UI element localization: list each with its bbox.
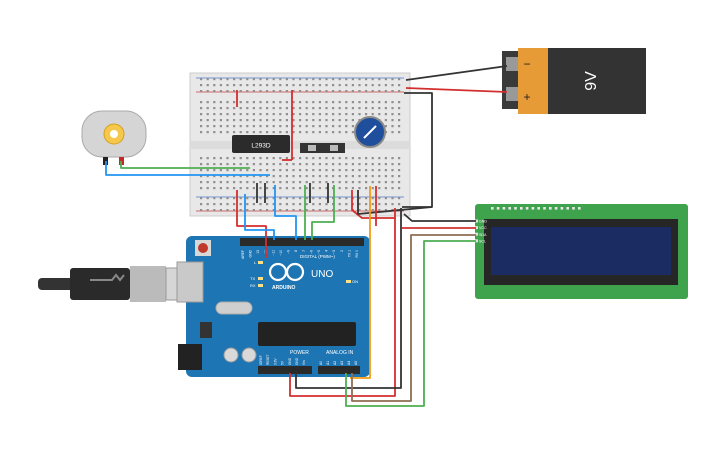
lcd-pin-label: VCC: [479, 226, 487, 230]
driver-ic-label: L293D: [251, 143, 270, 150]
wire-lcd-sda: [351, 234, 476, 402]
wire-bb-to-arduino-green-2: [311, 185, 335, 240]
lcd-module: GND VCC SDA SCL: [475, 204, 688, 299]
wire-motor-2: [120, 161, 250, 169]
power-pin-label: GND: [295, 357, 299, 365]
power-pin-label: IOREF: [259, 355, 263, 365]
battery-plus-sign: +: [523, 90, 530, 104]
digital-pin-label: 2: [340, 250, 344, 252]
power-pin-label: GND: [288, 357, 292, 365]
wire-red-power: [289, 208, 396, 397]
digital-pin-label: GND: [249, 249, 253, 257]
digital-pin-label: ~11: [271, 250, 275, 256]
wire-battery-negative: [405, 65, 508, 81]
power-header-label: POWER: [290, 350, 309, 356]
led-on-label: ON: [352, 279, 358, 284]
analog-pin-label: A5: [354, 361, 358, 365]
battery-minus-sign: −: [523, 57, 530, 71]
wire-pot-orange: [350, 186, 371, 379]
wire-lcd-scl: [345, 240, 476, 407]
digital-header-label: DIGITAL (PWM~): [300, 254, 335, 259]
digital-pin-label: TX 1: [347, 250, 351, 257]
wire-battery-positive: [405, 87, 508, 93]
analog-header-label: ANALOG IN: [326, 350, 354, 356]
wire-bb-to-arduino-blue: [244, 194, 275, 240]
analog-pin-label: A1: [326, 361, 330, 365]
digital-pin-label: 4: [325, 250, 329, 252]
power-pin-label: 3.3V: [273, 358, 277, 365]
wire-bb-to-arduino-red: [236, 190, 267, 258]
wire-motor-1: [105, 161, 270, 176]
arduino-uno-board: UNO ARDUINO DIGITAL (PWM~) POWER ANALOG …: [176, 236, 370, 377]
9v-battery: − + 9V: [502, 48, 646, 114]
l293d-chip: L293D: [232, 135, 290, 153]
analog-pin-label: A0: [319, 361, 323, 365]
lcd-pin-label: SDA: [479, 233, 487, 237]
wires: [105, 65, 508, 407]
battery-label: 9V: [583, 71, 600, 91]
analog-pin-label: A4: [347, 361, 351, 365]
analog-pin-label: A2: [333, 361, 337, 365]
digital-pin-label: ~5: [317, 250, 321, 254]
digital-pin-label: 8: [294, 250, 298, 252]
digital-pin-label: 7: [302, 250, 306, 252]
power-pin-label: Vin: [302, 360, 306, 365]
arduino-brand: ARDUINO: [272, 285, 295, 291]
digital-pin-label: AREF: [241, 250, 245, 259]
led-tx-label: TX: [250, 276, 255, 281]
led-rx-label: RX: [250, 283, 256, 288]
arduino-logo: [268, 262, 305, 282]
digital-pin-label: ~9: [287, 250, 291, 254]
arduino-model: UNO: [311, 269, 333, 280]
wire-black-power: [295, 208, 402, 389]
digital-pin-label: ~6: [309, 250, 313, 254]
led-l-label: L: [254, 260, 257, 265]
power-pin-label: RESET: [266, 354, 270, 365]
digital-pin-label: ~3: [332, 250, 336, 254]
wire-rail-black-2: [357, 190, 433, 215]
wire-lcd-gnd: [403, 213, 476, 222]
digital-pin-label: ~10: [279, 250, 283, 256]
lcd-pin-label: GND: [479, 220, 487, 224]
dc-motor: [81, 110, 147, 165]
slide-switch: [300, 143, 345, 153]
wire-bb-to-arduino-blue-2: [274, 185, 297, 240]
digital-pin-label: 13: [256, 250, 260, 254]
analog-pin-label: A3: [340, 361, 344, 365]
lcd-pin-label: SCL: [479, 239, 486, 243]
wire-rail-black: [402, 92, 433, 208]
usb-cable: [38, 266, 193, 302]
potentiometer: [354, 116, 386, 148]
power-pin-label: 5V: [281, 360, 285, 365]
wire-rail-red: [351, 190, 395, 219]
digital-pin-label: RX 0: [355, 250, 359, 258]
